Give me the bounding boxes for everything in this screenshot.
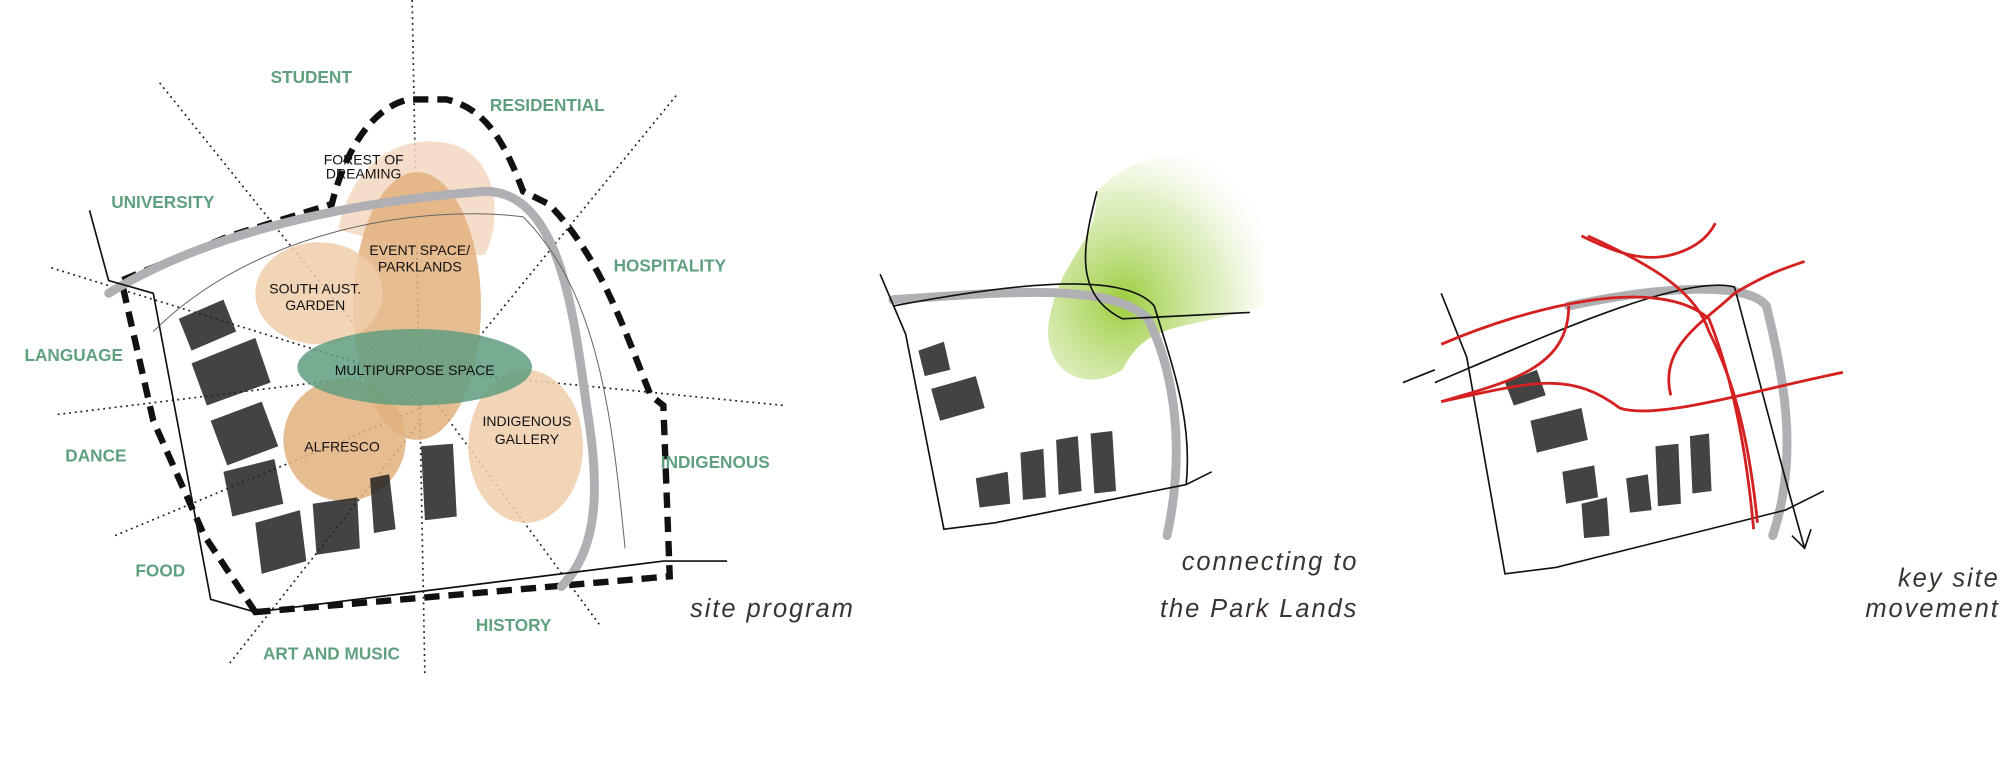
zone-forest-line1: FOREST OF bbox=[324, 151, 404, 167]
zone-labels: FOREST OF DREAMING EVENT SPACE/ PARKLAND… bbox=[269, 151, 571, 454]
site-boundary bbox=[88, 96, 728, 616]
label-language: LANGUAGE bbox=[24, 345, 122, 365]
site-program-diagram: STUDENT RESIDENTIAL UNIVERSITY HOSPITALI… bbox=[24, 0, 855, 676]
caption-connecting-line1: connecting to bbox=[1182, 548, 1359, 576]
label-art-and-music: ART AND MUSIC bbox=[263, 643, 400, 663]
movement-arrows bbox=[1440, 222, 1844, 530]
label-indigenous: INDIGENOUS bbox=[661, 452, 770, 472]
building-hatches bbox=[178, 299, 457, 574]
label-dance: DANCE bbox=[65, 446, 126, 466]
movement-diagram: key site movement bbox=[1402, 222, 2000, 623]
caption-movement-line2: movement bbox=[1865, 595, 1999, 623]
zone-event-line1: EVENT SPACE/ bbox=[369, 242, 470, 258]
zone-event-line2: PARKLANDS bbox=[378, 259, 462, 275]
park-lands-diagram: connecting to the Park Lands bbox=[879, 156, 1359, 623]
label-hospitality: HOSPITALITY bbox=[614, 256, 727, 276]
label-history: HISTORY bbox=[476, 615, 552, 635]
zone-shapes bbox=[255, 141, 584, 523]
caption-movement-line1: key site bbox=[1898, 565, 2000, 593]
zone-alfresco: ALFRESCO bbox=[304, 438, 380, 454]
caption-site-program: site program bbox=[690, 595, 855, 623]
label-student: STUDENT bbox=[271, 67, 353, 87]
park-lands-green-area bbox=[1048, 156, 1263, 380]
zone-gallery-line2: GALLERY bbox=[495, 431, 560, 447]
label-food: FOOD bbox=[135, 560, 185, 580]
zone-garden-line2: GARDEN bbox=[285, 297, 345, 313]
label-residential: RESIDENTIAL bbox=[490, 95, 605, 115]
zone-garden-line1: SOUTH AUST. bbox=[269, 280, 361, 296]
zone-gallery-line1: INDIGENOUS bbox=[483, 413, 572, 429]
context-labels: STUDENT RESIDENTIAL UNIVERSITY HOSPITALI… bbox=[24, 67, 769, 663]
caption-connecting-line2: the Park Lands bbox=[1160, 595, 1358, 623]
zone-multipurpose: MULTIPURPOSE SPACE bbox=[335, 362, 495, 378]
zone-forest-line2: DREAMING bbox=[326, 166, 402, 182]
label-university: UNIVERSITY bbox=[111, 192, 215, 212]
